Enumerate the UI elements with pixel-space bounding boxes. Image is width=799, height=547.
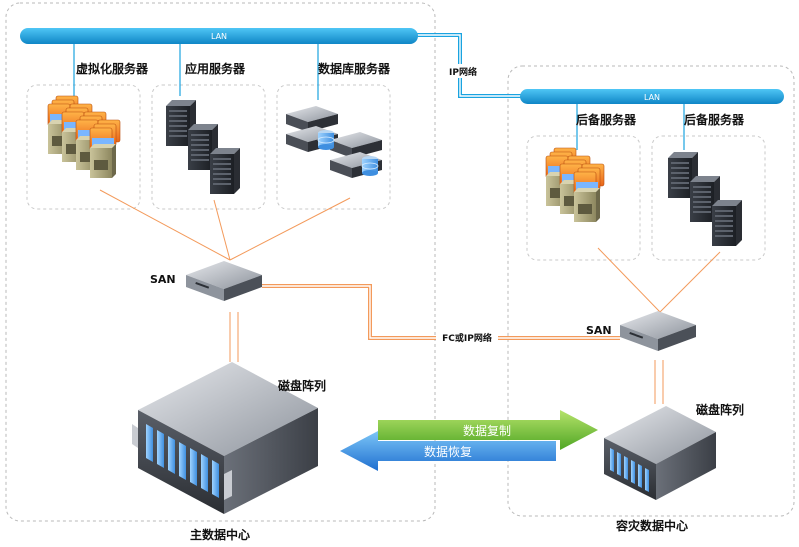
backup-server-label-1: 后备服务器	[576, 112, 637, 127]
virtual-server-stack-icon	[47, 95, 121, 179]
dr-center-title: 容灾数据中心	[615, 518, 688, 533]
app-server-label: 应用服务器	[185, 61, 246, 76]
backup-tower-server-icon	[668, 152, 742, 246]
database-server-label: 数据库服务器	[318, 61, 391, 76]
main-lan-bus: LAN	[20, 28, 418, 44]
lan-drops	[73, 44, 685, 150]
main-lan-label: LAN	[211, 32, 227, 41]
main-storage-label: 磁盘阵列	[277, 378, 326, 393]
tower-server-icon	[166, 100, 240, 194]
ip-network-label: IP网络	[449, 66, 477, 78]
main-san-label: SAN	[150, 273, 176, 286]
main-disk-array-icon	[132, 362, 318, 514]
fc-ip-network-link	[262, 284, 620, 340]
database-server-icon	[286, 106, 382, 178]
fc-ip-network-label: FC或IP网络	[442, 332, 492, 344]
recovery-arrow: 数据恢复	[340, 431, 556, 471]
recovery-label: 数据恢复	[424, 444, 472, 459]
backup-server-label-2: 后备服务器	[684, 112, 745, 127]
dr-lan-label: LAN	[644, 93, 660, 102]
backup-virtual-server-stack-icon	[545, 147, 605, 223]
san-server-links	[99, 189, 721, 404]
dr-storage-label: 磁盘阵列	[695, 402, 744, 417]
main-center-title: 主数据中心	[190, 527, 250, 542]
dr-lan-bus: LAN	[520, 89, 784, 104]
virtualization-server-label: 虚拟化服务器	[76, 61, 149, 76]
replication-label: 数据复制	[463, 423, 511, 438]
dr-san-label: SAN	[586, 324, 612, 337]
dr-center-frame	[507, 65, 795, 517]
replication-arrow: 数据复制	[378, 410, 598, 450]
main-san-switch-icon	[186, 261, 262, 301]
main-center-frame	[5, 2, 436, 522]
dr-disk-array-icon	[604, 406, 716, 500]
dr-san-switch-icon	[620, 311, 696, 351]
